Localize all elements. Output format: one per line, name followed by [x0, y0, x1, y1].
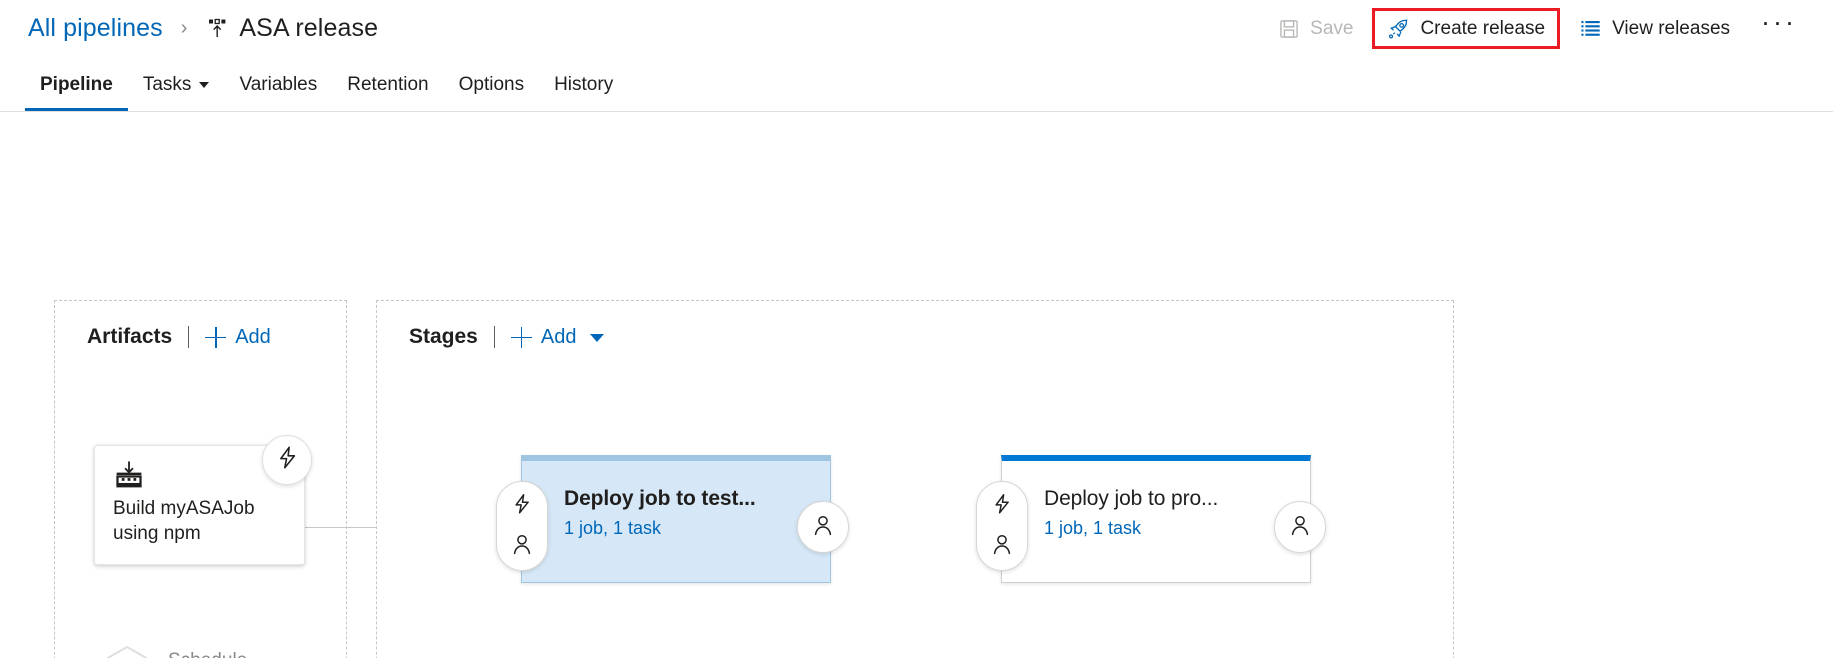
add-artifact-button[interactable]: Add [205, 326, 271, 349]
tab-options[interactable]: Options [444, 74, 539, 111]
person-icon [990, 532, 1014, 561]
person-icon [510, 532, 534, 561]
stage-card-deploy-job-to-test[interactable]: Deploy job to test... 1 job, 1 task [521, 455, 831, 583]
pipeline-tabs: Pipeline Tasks Variables Retention Optio… [0, 57, 1833, 112]
pipeline-canvas: Artifacts Add [0, 112, 1833, 658]
stage-subtitle[interactable]: 1 job, 1 task [564, 518, 662, 538]
view-releases-label: View releases [1612, 17, 1731, 39]
artifacts-header: Artifacts Add [87, 325, 271, 349]
chevron-down-icon [199, 81, 210, 88]
stage-title: Deploy job to pro... [1044, 487, 1219, 510]
lightning-bolt-icon [510, 492, 534, 521]
tab-pipeline-label: Pipeline [40, 74, 113, 95]
artifacts-header-divider [188, 326, 190, 348]
page-title: ASA release [239, 14, 379, 42]
schedule-label: Schedule not set [168, 648, 247, 658]
stage1-post-deployment-conditions-badge[interactable] [797, 501, 849, 553]
page-header: All pipelines › ASA release Save [0, 0, 1833, 57]
create-release-button[interactable]: Create release [1372, 8, 1561, 49]
breadcrumb-separator: › [180, 17, 188, 39]
tab-variables-label: Variables [239, 74, 318, 95]
tab-variables[interactable]: Variables [224, 74, 332, 111]
schedule-label-line1: Schedule [168, 650, 247, 658]
tab-tasks-label: Tasks [142, 74, 192, 95]
stage1-pre-deployment-conditions-badge[interactable] [496, 481, 548, 571]
person-icon [1288, 513, 1312, 542]
stage-title: Deploy job to test... [564, 487, 756, 510]
person-icon [811, 513, 835, 542]
schedule-hexagon-icon [100, 644, 154, 658]
add-stage-button[interactable]: Add [510, 325, 577, 349]
stage-subtitle[interactable]: 1 job, 1 task [1044, 518, 1142, 538]
stages-header: Stages Add [409, 325, 605, 349]
breadcrumb: All pipelines › ASA release [28, 14, 378, 43]
artifacts-title: Artifacts [87, 325, 173, 348]
artifact-name: Build myASAJob using npm [113, 496, 286, 546]
schedule-trigger[interactable]: Schedule not set [100, 644, 247, 658]
header-toolbar: Save Create release [1264, 0, 1811, 57]
view-releases-button[interactable]: View releases [1566, 8, 1743, 49]
tab-pipeline[interactable]: Pipeline [25, 74, 128, 111]
save-disk-icon [1277, 17, 1300, 40]
stages-title: Stages [409, 325, 478, 348]
tab-history-label: History [554, 74, 614, 95]
create-release-label: Create release [1420, 17, 1546, 39]
more-options-button[interactable]: ··· [1761, 7, 1797, 37]
save-button[interactable]: Save [1264, 8, 1366, 49]
tab-retention[interactable]: Retention [332, 74, 443, 111]
breadcrumb-all-pipelines-link[interactable]: All pipelines [28, 14, 163, 42]
continuous-deployment-trigger-badge[interactable] [262, 435, 312, 485]
save-label: Save [1310, 17, 1354, 39]
tab-retention-label: Retention [347, 74, 429, 95]
plus-icon [205, 326, 227, 348]
build-artifact-icon [113, 460, 147, 490]
chevron-down-icon[interactable] [590, 334, 605, 342]
plus-icon [510, 326, 532, 348]
stages-header-divider [493, 326, 495, 348]
lightning-bolt-icon [990, 492, 1014, 521]
rocket-icon [1387, 17, 1410, 40]
release-pipeline-icon [204, 16, 230, 42]
add-stage-label: Add [540, 325, 577, 348]
artifact-name-line2: using npm [113, 523, 201, 545]
add-artifact-label: Add [235, 325, 271, 348]
list-icon [1579, 17, 1602, 40]
artifact-name-line1: Build myASAJob [113, 498, 255, 519]
tab-tasks[interactable]: Tasks [128, 74, 225, 111]
tab-history[interactable]: History [539, 74, 628, 111]
stage2-pre-deployment-conditions-badge[interactable] [976, 481, 1028, 571]
stage2-post-deployment-conditions-badge[interactable] [1274, 501, 1326, 553]
tab-options-label: Options [458, 74, 525, 95]
lightning-bolt-icon [275, 445, 300, 475]
stage-card-deploy-job-to-prod[interactable]: Deploy job to pro... 1 job, 1 task [1001, 455, 1311, 583]
